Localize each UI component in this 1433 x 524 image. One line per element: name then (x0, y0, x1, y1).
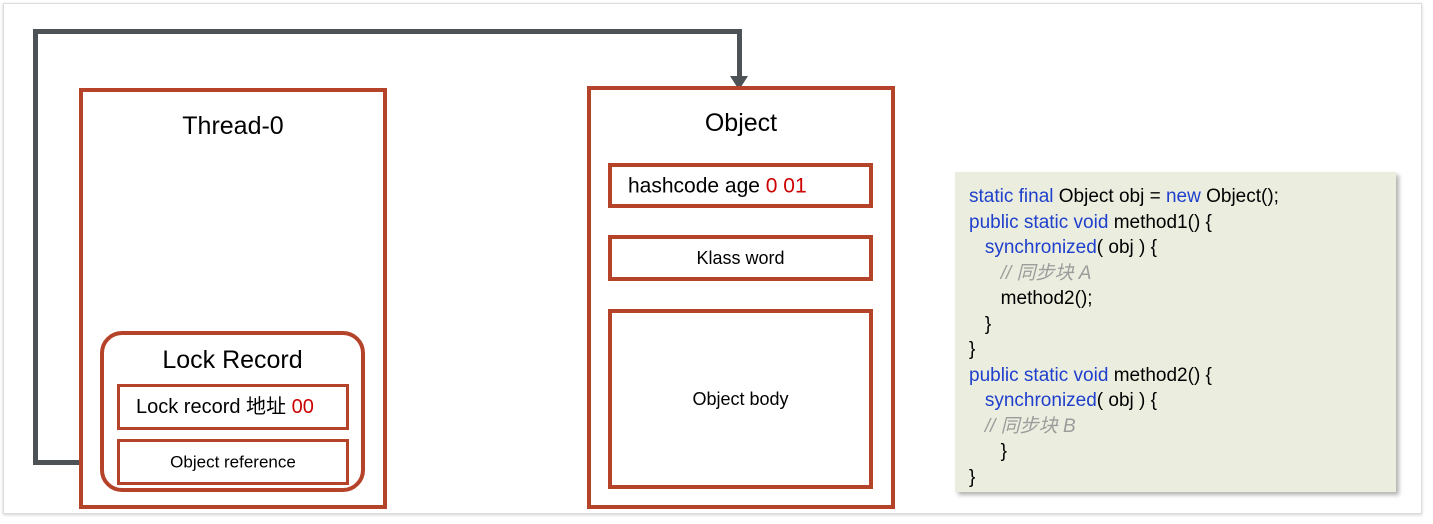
object-markword-row: hashcode age 0 01 (608, 163, 873, 208)
object-reference-row: Object reference (117, 439, 349, 485)
connector-vertical-right (737, 29, 742, 82)
code-text (969, 390, 985, 411)
code-text: method2(); (969, 288, 1093, 309)
code-text: Object obj = (1058, 186, 1166, 207)
code-line-12: } (969, 465, 1382, 491)
code-text: method2() { (1113, 364, 1212, 386)
object-markword-label: hashcode age (628, 174, 766, 197)
object-markword-value: 0 01 (765, 174, 807, 197)
code-keyword: static final (969, 186, 1059, 207)
code-keyword: public static void (969, 364, 1114, 386)
code-text (969, 416, 985, 437)
code-text (969, 263, 1001, 284)
code-line-1: static final Object obj = new Object(); (969, 184, 1382, 210)
code-line-10: // 同步块 B (969, 414, 1382, 440)
lock-record-address-text: Lock record 地址 00 (136, 397, 314, 417)
code-line-8: public static void method2() { (969, 363, 1382, 389)
code-line-4: // 同步块 A (969, 261, 1382, 287)
connector-horizontal-bottom (33, 460, 123, 465)
code-comment: // 同步块 B (984, 415, 1076, 437)
code-line-2: public static void method1() { (969, 210, 1382, 236)
lock-record-address-label: Lock record 地址 (136, 396, 292, 418)
lock-record-address-row: Lock record 地址 00 (117, 384, 349, 430)
connector-vertical-left (33, 29, 38, 465)
thread-box-title: Thread-0 (182, 112, 284, 140)
code-line-7: } (969, 337, 1382, 363)
code-text: ( obj ) { (1096, 390, 1157, 411)
code-text: } (969, 313, 992, 335)
code-keyword: public static void (969, 211, 1114, 233)
code-line-5: method2(); (969, 286, 1382, 312)
code-text: } (969, 339, 976, 360)
code-text (969, 237, 985, 258)
code-keyword: synchronized (984, 237, 1097, 258)
object-klassword-row: Klass word (608, 235, 873, 281)
code-snippet-panel: static final Object obj = new Object();p… (955, 172, 1396, 492)
lock-record-title: Lock Record (162, 346, 303, 374)
code-text: ( obj ) { (1096, 237, 1157, 258)
object-body-label: Object body (692, 389, 789, 409)
object-markword-text: hashcode age 0 01 (628, 175, 807, 196)
lock-record-address-value: 00 (291, 396, 314, 418)
code-line-3: synchronized( obj ) { (969, 235, 1382, 261)
object-klassword-label: Klass word (696, 248, 785, 268)
code-line-9: synchronized( obj ) { (969, 388, 1382, 414)
code-line-11: } (969, 439, 1382, 465)
code-line-6: } (969, 312, 1382, 338)
code-keyword: synchronized (984, 390, 1097, 411)
code-text: Object(); (1206, 186, 1279, 207)
code-text: } (969, 441, 1008, 462)
code-comment: // 同步块 A (1000, 262, 1092, 284)
connector-horizontal-top (33, 29, 742, 34)
code-keyword: new (1165, 186, 1207, 207)
object-body-row: Object body (608, 309, 873, 489)
code-text: } (969, 466, 976, 488)
object-box-title: Object (704, 109, 778, 137)
object-reference-label: Object reference (170, 452, 296, 472)
code-text: method1() { (1113, 211, 1212, 233)
